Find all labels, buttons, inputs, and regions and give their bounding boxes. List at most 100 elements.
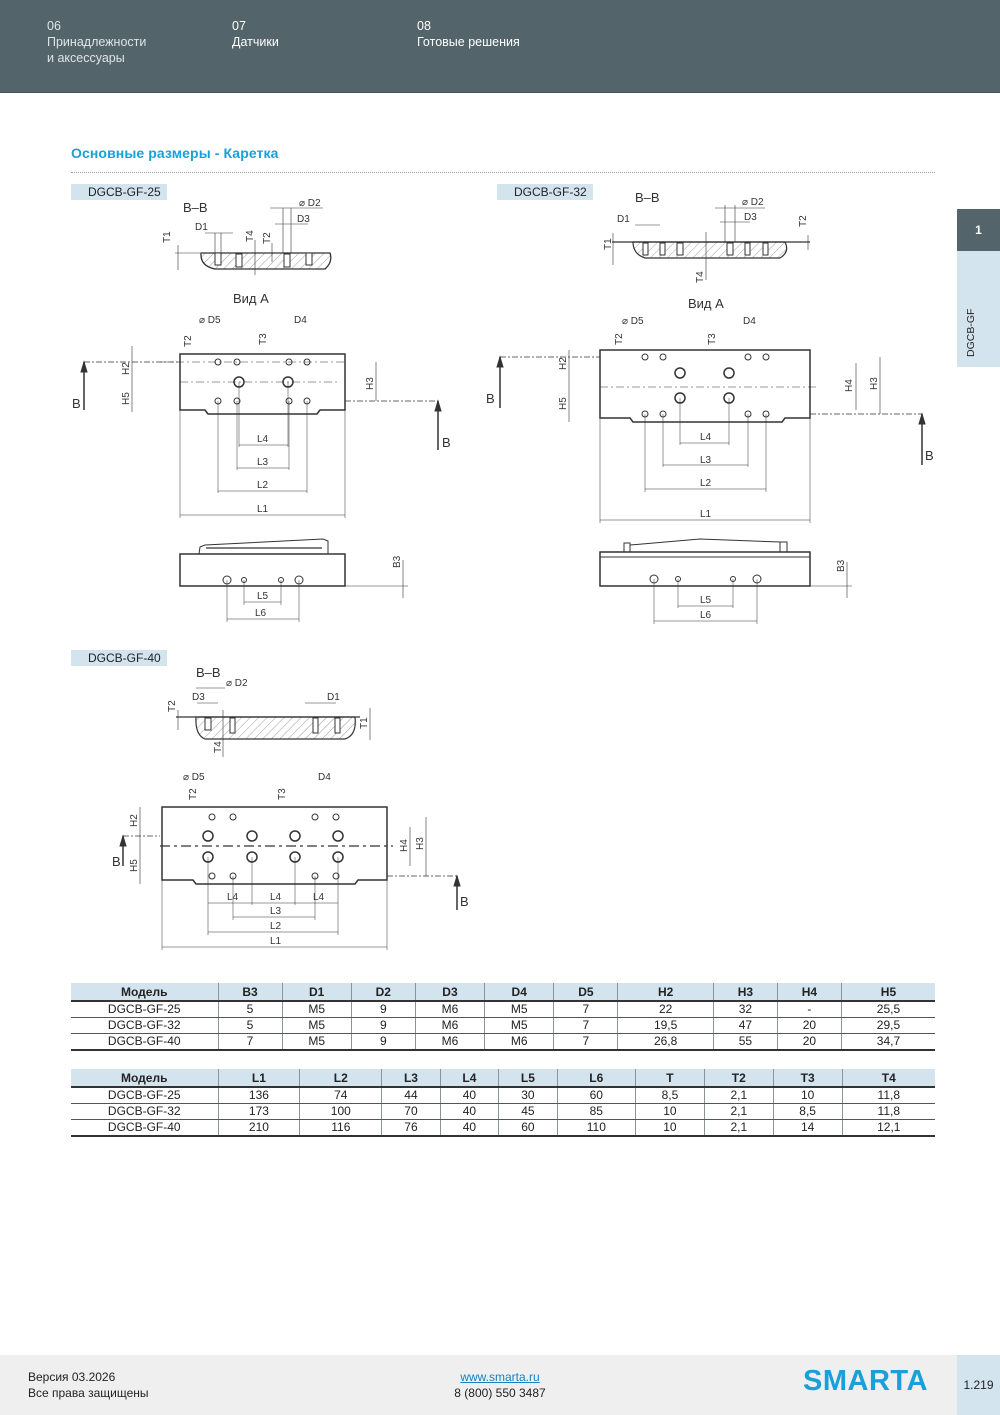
- column-header: L6: [556, 1069, 636, 1088]
- cell: 10: [635, 1103, 705, 1120]
- nav-item-number: 08: [417, 19, 431, 33]
- column-header: L1: [217, 1069, 300, 1088]
- cell: DGCB-GF-32: [71, 1017, 218, 1034]
- cell: 20: [776, 1017, 842, 1034]
- cell: DGCB-GF-25: [71, 1087, 218, 1104]
- svg-text:T4: T4: [695, 271, 706, 283]
- svg-text:B: B: [112, 854, 121, 869]
- svg-text:L1: L1: [257, 504, 269, 515]
- svg-text:H5: H5: [129, 859, 140, 872]
- cell: 7: [553, 1001, 618, 1018]
- svg-text:D3: D3: [297, 214, 310, 225]
- cell: 100: [299, 1103, 382, 1120]
- nav-item-label: Готовые решения: [417, 35, 520, 49]
- column-header: L4: [439, 1069, 499, 1088]
- cell: M5: [281, 1033, 352, 1051]
- cell: M5: [484, 1001, 554, 1018]
- cell: 2,1: [703, 1103, 774, 1120]
- column-header: T3: [772, 1069, 843, 1088]
- svg-text:B–B: B–B: [635, 190, 660, 205]
- svg-text:H2: H2: [558, 357, 569, 370]
- svg-text:T2: T2: [614, 333, 625, 345]
- nav-item-ready-solutions[interactable]: 08 Готовые решения: [417, 18, 520, 50]
- cell: 7: [553, 1017, 618, 1034]
- column-header: H3: [712, 983, 778, 1002]
- nav-item-label-line2: и аксессуары: [47, 51, 125, 65]
- svg-text:B3: B3: [392, 555, 403, 568]
- cell: 19,5: [617, 1017, 714, 1034]
- svg-text:L2: L2: [270, 921, 282, 932]
- svg-text:H2: H2: [129, 814, 140, 827]
- svg-text:H5: H5: [558, 397, 569, 410]
- chapter-tab-number[interactable]: 1: [957, 209, 1000, 251]
- section-label: B–B: [183, 200, 208, 215]
- chapter-tab-label[interactable]: DGCB-GF: [957, 251, 1000, 367]
- cell: 9: [350, 1001, 416, 1018]
- svg-text:B: B: [925, 448, 934, 463]
- footer-legal: Версия 03.2026 Все права защищены: [28, 1369, 149, 1401]
- cell: 34,7: [840, 1033, 935, 1051]
- cell: 55: [712, 1033, 778, 1051]
- cell: 5: [217, 1017, 283, 1034]
- cell: 210: [217, 1119, 300, 1137]
- column-header: T: [635, 1069, 705, 1088]
- svg-text:T2: T2: [167, 700, 178, 712]
- cell: M6: [414, 1001, 485, 1018]
- svg-text:D1: D1: [195, 222, 208, 233]
- svg-text:L4: L4: [227, 892, 239, 903]
- cell: 32: [712, 1001, 778, 1018]
- nav-item-number: 06: [47, 19, 61, 33]
- cell: DGCB-GF-32: [71, 1103, 218, 1120]
- svg-text:B: B: [460, 894, 469, 909]
- cell: 5: [217, 1001, 283, 1018]
- svg-text:⌀ D5: ⌀ D5: [622, 316, 644, 327]
- cell: 2,1: [703, 1119, 774, 1137]
- cell: 60: [556, 1087, 636, 1104]
- nav-item-label: Принадлежности: [47, 35, 147, 49]
- cell: 8,5: [772, 1103, 843, 1120]
- svg-text:L4: L4: [270, 892, 282, 903]
- svg-text:H3: H3: [415, 837, 426, 850]
- cell: 7: [553, 1033, 618, 1051]
- svg-text:L4: L4: [313, 892, 325, 903]
- svg-text:⌀ D2: ⌀ D2: [226, 678, 248, 689]
- dimensions-table-1: Модель B3 D1 D2 D3 D4 D5 H2 H3 H4 H5 DGC…: [71, 983, 935, 1051]
- column-header: Модель: [71, 983, 218, 1002]
- website-link[interactable]: www.smarta.ru: [460, 1370, 540, 1384]
- cell: 40: [439, 1103, 499, 1120]
- svg-text:H2: H2: [121, 362, 132, 375]
- cell: 40: [439, 1119, 499, 1137]
- svg-text:B: B: [442, 435, 451, 450]
- svg-text:T2: T2: [183, 335, 194, 347]
- cell: 11,8: [841, 1103, 935, 1120]
- svg-text:T3: T3: [258, 333, 269, 345]
- column-header: D5: [553, 983, 618, 1002]
- svg-text:T1: T1: [359, 717, 370, 729]
- svg-text:H4: H4: [399, 839, 410, 852]
- nav-item-accessories[interactable]: 06 Принадлежности и аксессуары: [47, 18, 146, 66]
- svg-text:T4: T4: [213, 741, 224, 753]
- svg-text:D4: D4: [318, 772, 331, 783]
- svg-text:D3: D3: [192, 692, 205, 703]
- section-divider: [71, 172, 935, 173]
- cell: 10: [772, 1087, 843, 1104]
- nav-item-number: 07: [232, 19, 246, 33]
- svg-text:⌀ D2: ⌀ D2: [742, 197, 764, 208]
- svg-text:Вид A: Вид A: [688, 296, 724, 311]
- svg-text:T2: T2: [798, 215, 809, 227]
- nav-item-sensors[interactable]: 07 Датчики: [232, 18, 279, 50]
- column-header: T2: [703, 1069, 774, 1088]
- cell: 12,1: [841, 1119, 935, 1137]
- cell: 136: [217, 1087, 300, 1104]
- svg-text:T3: T3: [707, 333, 718, 345]
- cell: 74: [299, 1087, 382, 1104]
- model-label-dgcb-gf-40: DGCB-GF-40: [71, 650, 167, 666]
- svg-text:T3: T3: [277, 788, 288, 800]
- svg-text:L2: L2: [700, 478, 712, 489]
- cell: 85: [556, 1103, 636, 1120]
- column-header: Модель: [71, 1069, 218, 1088]
